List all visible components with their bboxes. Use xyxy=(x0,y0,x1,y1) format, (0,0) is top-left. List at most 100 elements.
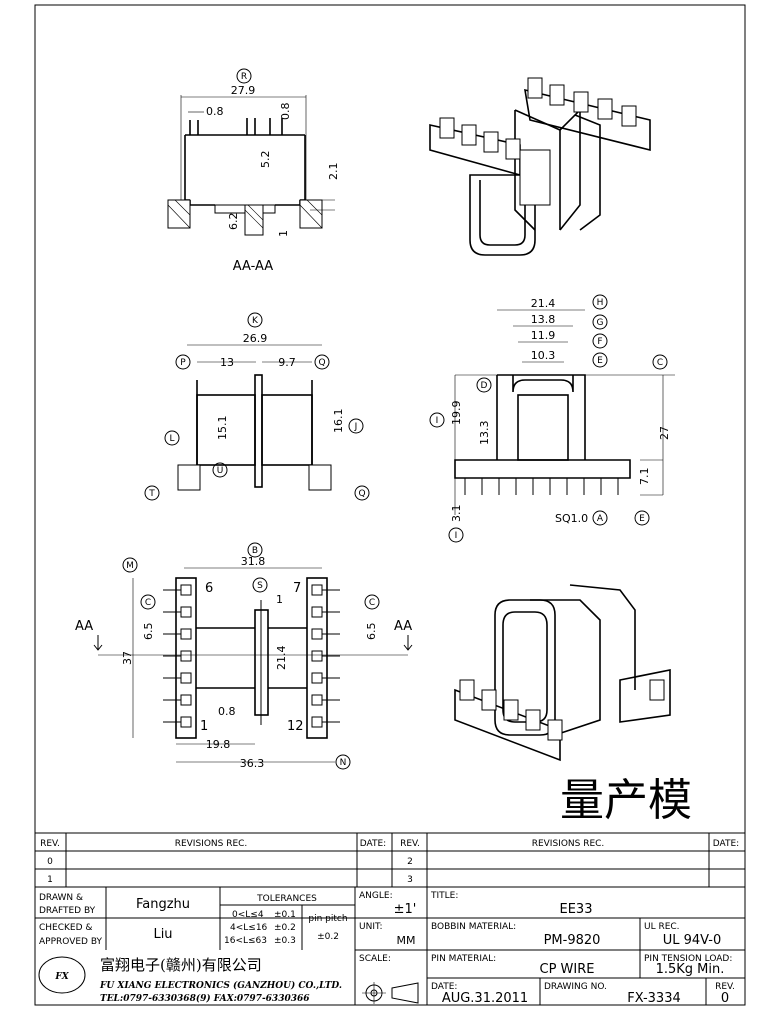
dim-sq: SQ1.0 xyxy=(555,512,588,525)
ul-value: UL 94V-0 xyxy=(663,933,722,948)
balloon-c-left xyxy=(140,594,156,610)
tol-value-2: ±0.3 xyxy=(274,936,296,946)
company-name-cn: 富翔电子(赣州)有限公司 xyxy=(100,956,262,974)
balloon-n-letter: N xyxy=(340,758,347,768)
dim-h3: 27 xyxy=(658,426,671,440)
pin-tension-label: PIN TENSION LOAD: xyxy=(644,954,732,964)
revisions-header-right: REVISIONS REC. xyxy=(532,839,605,849)
dim-bottom-width: 31.8 xyxy=(241,555,266,568)
balloon-s xyxy=(252,577,268,593)
dim-w1: 21.4 xyxy=(531,297,556,310)
balloon-e-letter: E xyxy=(597,356,603,366)
dim-slot: 0.8 xyxy=(279,103,292,121)
dim-bottom-height: 37 xyxy=(121,651,134,665)
title-block: REV. REVISIONS REC. DATE: REV. REVISIONS… xyxy=(34,832,746,1006)
balloon-c-right xyxy=(364,594,380,610)
rev-value: 0 xyxy=(721,991,729,1006)
dim-w3: 11.9 xyxy=(531,329,556,342)
dim-pin-len: 3.1 xyxy=(450,505,463,523)
title-value: EE33 xyxy=(560,902,593,917)
rev-row-3: 3 xyxy=(407,875,413,885)
ul-label: UL REC. xyxy=(644,922,680,932)
pin-material-value: CP WIRE xyxy=(540,962,595,977)
drawn-label-1: DRAWN & xyxy=(39,893,83,903)
tol-range-0: 0<L≤4 xyxy=(232,910,264,920)
balloon-m xyxy=(122,557,138,573)
dim-h1: 19.9 xyxy=(450,401,463,426)
balloon-b xyxy=(247,542,263,558)
section-label: AA-AA xyxy=(233,259,274,274)
bobbin-label: BOBBIN MATERIAL: xyxy=(431,922,516,932)
dim-total: 36.3 xyxy=(240,757,265,770)
balloon-q xyxy=(314,354,330,370)
balloon-d-letter: D xyxy=(481,381,488,391)
balloon-n xyxy=(335,754,351,770)
dim-wall: 0.8 xyxy=(206,105,224,118)
dim-h4: 7.1 xyxy=(638,468,651,486)
tol-value-1: ±0.2 xyxy=(274,923,296,933)
balloon-h-letter: H xyxy=(597,298,604,308)
tol-range-2: 16<L≤63 xyxy=(224,936,267,946)
balloon-g xyxy=(592,314,608,330)
dim-overall: 26.9 xyxy=(243,332,268,345)
balloon-e xyxy=(592,352,608,368)
dim-inner-left: 15.1 xyxy=(216,416,229,441)
balloon-e2 xyxy=(634,510,650,526)
balloon-b-letter: B xyxy=(252,546,258,556)
date-header-left: DATE: xyxy=(360,839,386,849)
balloon-k xyxy=(247,312,263,328)
dim-offset: 19.8 xyxy=(206,738,231,751)
dim-w2: 13.8 xyxy=(531,313,556,326)
rev-label: REV. xyxy=(715,982,735,992)
balloon-c-letter: C xyxy=(657,358,663,368)
balloon-c xyxy=(652,354,668,370)
dim-right: 9.7 xyxy=(278,356,296,369)
tolerances-label: TOLERANCES xyxy=(256,894,317,904)
side-view: K 26.9 P Q 13 9.7 15.1 16.1 L T U J Q xyxy=(144,312,370,501)
title-label: TITLE: xyxy=(430,891,458,901)
drawing-no-label: DRAWING NO. xyxy=(544,982,607,992)
balloon-g-letter: G xyxy=(597,318,604,328)
balloon-q2-letter: Q xyxy=(358,489,365,499)
dim-h2: 13.3 xyxy=(478,421,491,446)
balloon-t xyxy=(144,485,160,501)
tol-value-0: ±0.1 xyxy=(274,910,296,920)
balloon-f-letter: F xyxy=(597,337,602,347)
dim-gap: 1 xyxy=(276,593,283,606)
checked-label-2: APPROVED BY xyxy=(39,937,103,947)
section-mark-right: AA xyxy=(394,619,412,634)
date-header-right: DATE: xyxy=(713,839,739,849)
balloon-l xyxy=(164,430,180,446)
rev-row-1: 1 xyxy=(47,875,53,885)
bobbin-value: PM-9820 xyxy=(544,933,601,948)
company-contact: TEL:0797-6330368(9) FAX:0797-6330366 xyxy=(100,993,310,1004)
pin-pitch-label: pin pitch xyxy=(308,914,347,924)
tol-range-1: 4<L≤16 xyxy=(230,923,268,933)
angle-value: ±1' xyxy=(394,902,417,917)
company-logo: FX xyxy=(38,956,86,994)
rev-header-left: REV. xyxy=(40,839,60,849)
dim-spacing-left: 6.5 xyxy=(142,623,155,641)
date-label: DATE: xyxy=(431,982,457,992)
dim-depth: 5.2 xyxy=(259,151,272,169)
balloon-a-letter: A xyxy=(597,514,604,524)
balloon-k-letter: K xyxy=(252,316,259,326)
pin-7: 7 xyxy=(293,581,301,596)
section-mark-left: AA xyxy=(75,619,93,634)
balloon-j xyxy=(348,418,364,434)
company-name-en: FU XIANG ELECTRONICS (GANZHOU) CO.,LTD. xyxy=(99,980,342,991)
dim-base: 2.1 xyxy=(327,163,340,181)
balloon-r xyxy=(236,68,252,84)
balloon-s-letter: S xyxy=(257,581,263,591)
drawing-no-value: FX-3334 xyxy=(627,991,681,1006)
pin-1: 1 xyxy=(200,719,208,734)
rev-row-0: 0 xyxy=(47,857,53,867)
pin-material-label: PIN MATERIAL: xyxy=(431,954,496,964)
balloon-q2 xyxy=(354,485,370,501)
unit-value: MM xyxy=(397,934,416,947)
balloon-d xyxy=(476,377,492,393)
rev-row-2: 2 xyxy=(407,857,413,867)
dim-spacing-right: 6.5 xyxy=(365,623,378,641)
balloon-a xyxy=(592,510,608,526)
balloon-c-left-letter: C xyxy=(145,598,151,608)
